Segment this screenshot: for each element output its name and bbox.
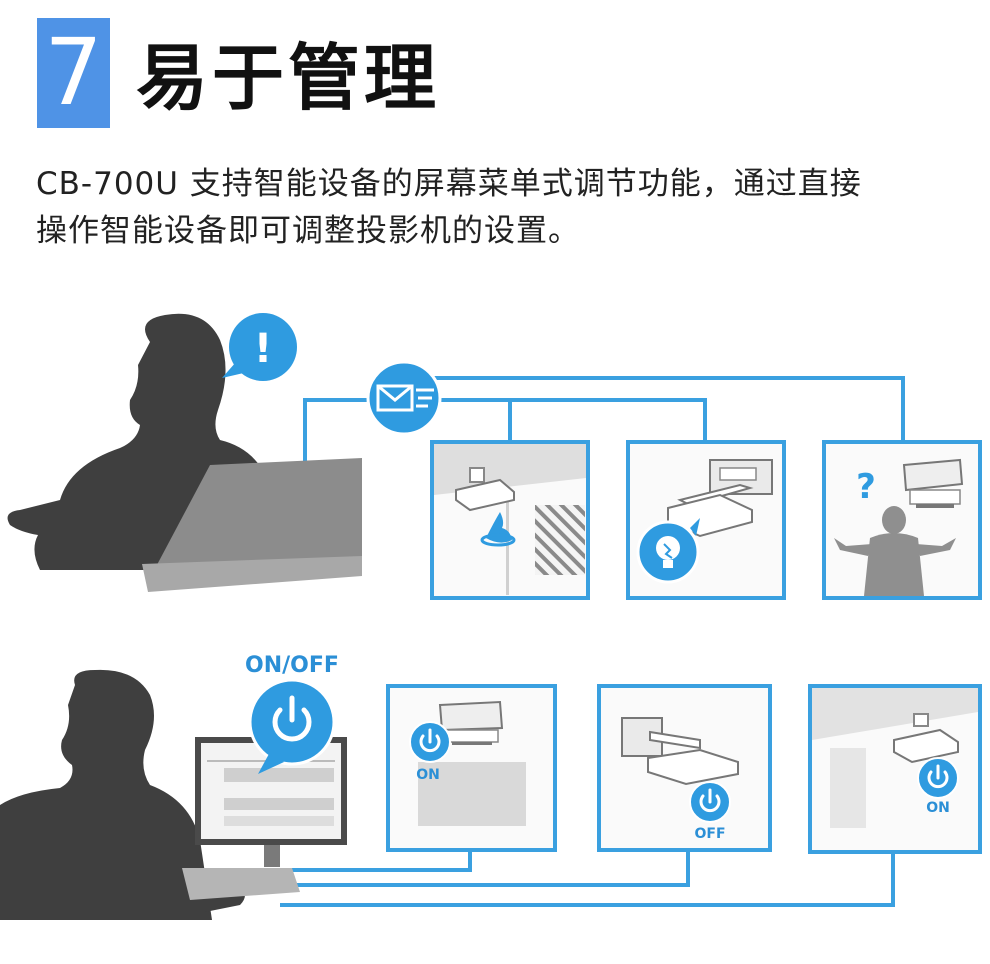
section-number-badge: 7	[37, 18, 110, 128]
bottom-panel-2: OFF	[597, 684, 772, 852]
bottom-panel-1: ON	[386, 684, 557, 852]
top-panel-2	[626, 440, 786, 600]
top-panel-3: ?	[822, 440, 982, 600]
state-on-label-2: ON	[926, 800, 950, 816]
on-off-bubble: ON/OFF	[245, 653, 339, 774]
alert-bubble-icon: !	[222, 313, 297, 381]
power-icon	[689, 781, 731, 823]
alert-mark: !	[254, 326, 272, 372]
bottom-desktop-computer	[182, 737, 347, 900]
state-off-label: OFF	[694, 826, 725, 842]
question-icon: ?	[856, 467, 876, 507]
bottom-panel-3: ON	[808, 684, 982, 854]
heat-warning-icon	[480, 512, 516, 547]
on-off-label: ON/OFF	[245, 653, 339, 678]
mail-icon	[366, 360, 442, 436]
confused-person-silhouette	[834, 506, 956, 596]
power-icon	[917, 757, 959, 799]
description-line-2: 操作智能设备即可调整投影机的设置。	[36, 213, 580, 249]
top-panel-1	[430, 440, 590, 600]
state-on-label: ON	[416, 767, 440, 783]
bottom-network-lines	[272, 848, 895, 907]
management-illustration: !	[0, 313, 982, 920]
top-laptop	[142, 458, 362, 592]
section-title: 易于管理	[136, 36, 441, 120]
description-line-1: CB-700U 支持智能设备的屏幕菜单式调节功能，通过直接	[36, 166, 862, 202]
power-icon	[272, 695, 312, 742]
warning-light-icon	[636, 518, 700, 584]
power-icon	[409, 721, 451, 763]
